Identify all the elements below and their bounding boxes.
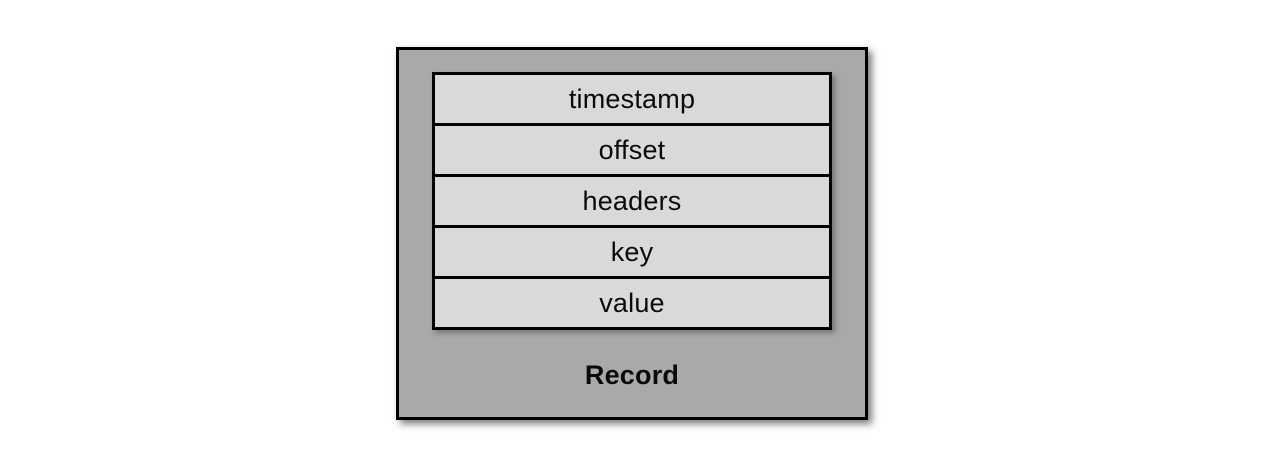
field-row-value: value [432,276,832,330]
record-title: Record [584,360,680,390]
field-label-timestamp: timestamp [568,83,696,114]
record-box: timestamp offset headers key value Recor… [396,47,868,420]
field-row-headers: headers [432,174,832,228]
field-label-key: key [610,236,654,267]
field-label-value: value [599,287,665,318]
field-row-offset: offset [432,123,832,177]
field-row-key: key [432,225,832,279]
field-row-timestamp: timestamp [432,72,832,126]
field-label-headers: headers [582,185,682,216]
record-field-stack: timestamp offset headers key value [432,72,832,330]
field-label-offset: offset [598,134,666,165]
